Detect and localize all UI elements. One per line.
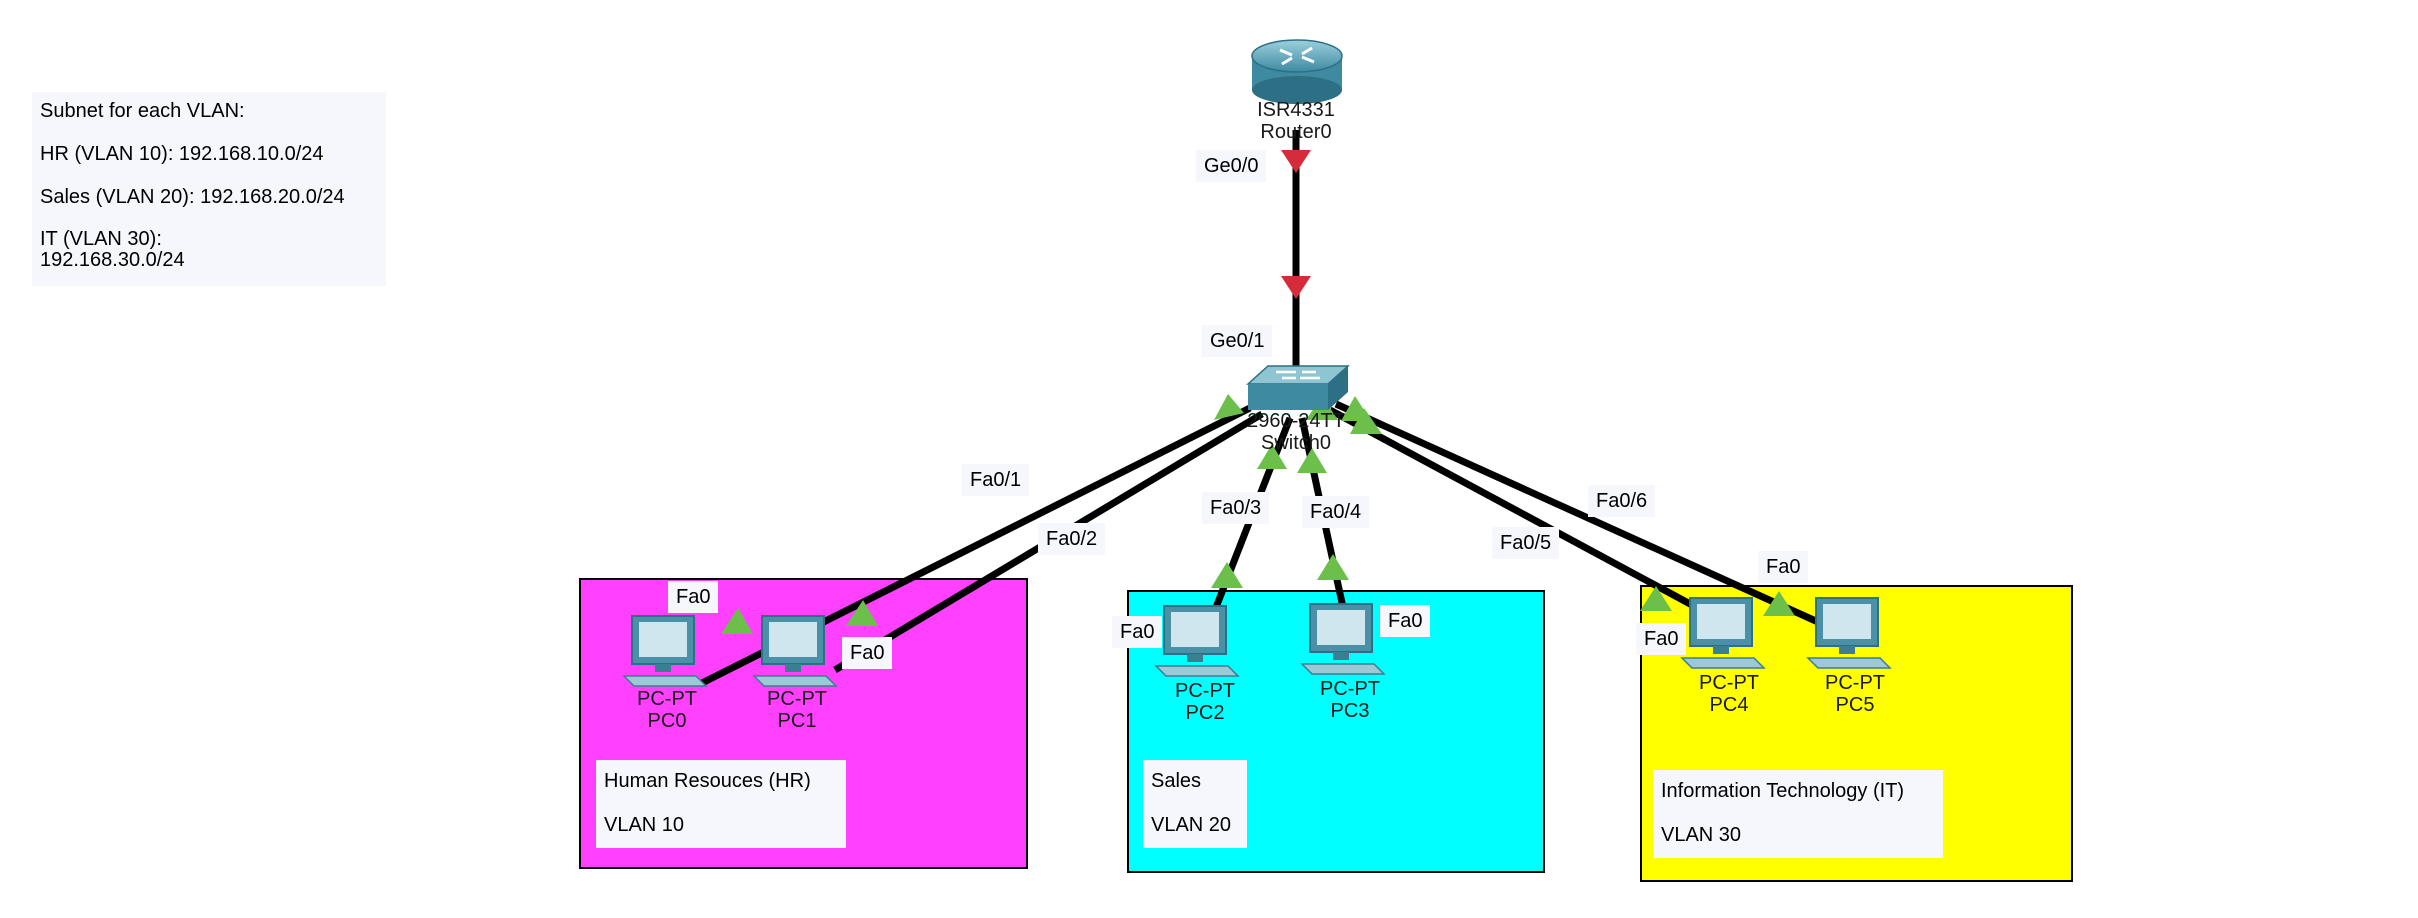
port-label-fa06: Fa0/6	[1588, 485, 1656, 517]
pc-model: PC-PT	[637, 688, 697, 710]
subnet-note-hr: HR (VLAN 10): 192.168.10.0/24	[40, 143, 324, 165]
link-up-indicator-pc5	[1763, 591, 1795, 616]
vlan-label-it: Information Technology (IT) VLAN 30	[1653, 770, 1943, 858]
port-label-pc3: Fa0	[1380, 605, 1431, 637]
port-label-pc0: Fa0	[668, 581, 719, 613]
vlan-dept: Sales	[1151, 770, 1202, 792]
switch-icon[interactable]	[1246, 362, 1350, 416]
pc-label: PC-PT PC0	[597, 688, 737, 732]
pc-label: PC-PT PC3	[1280, 678, 1420, 722]
subnet-note[interactable]: Subnet for each VLAN: HR (VLAN 10): 192.…	[32, 92, 386, 286]
port-label-pc2: Fa0	[1112, 616, 1163, 648]
subnet-note-sales: Sales (VLAN 20): 192.168.20.0/24	[40, 186, 345, 208]
port-label-fa05: Fa0/5	[1492, 527, 1560, 559]
pc-icon[interactable]	[622, 614, 708, 690]
port-label-fa04: Fa0/4	[1302, 496, 1370, 528]
router-label: ISR4331 Router0	[1226, 99, 1366, 143]
pc-name: PC0	[647, 710, 687, 732]
pc-icon[interactable]	[1680, 596, 1766, 672]
pc-label: PC-PT PC4	[1659, 672, 1799, 716]
vlan-dept: Information Technology (IT)	[1661, 780, 1905, 802]
pc-icon[interactable]	[1154, 604, 1240, 680]
router-model: ISR4331	[1257, 99, 1335, 121]
pc-name: PC1	[777, 710, 817, 732]
vlan-id: VLAN 30	[1661, 824, 1742, 846]
vlan-id: VLAN 10	[604, 814, 685, 836]
cable-fa06-pc5	[1334, 400, 1820, 626]
link-up-indicator-fa04	[1297, 448, 1327, 473]
link-up-indicator-fa01	[1214, 394, 1244, 420]
port-label-fa03: Fa0/3	[1202, 492, 1270, 524]
pc-model: PC-PT	[1320, 678, 1380, 700]
vlan-label-sales: Sales VLAN 20	[1143, 760, 1247, 848]
pc-name: PC4	[1709, 694, 1749, 716]
pc-icon[interactable]	[1806, 596, 1892, 672]
port-label-pc1: Fa0	[842, 637, 893, 669]
router-icon[interactable]	[1250, 38, 1344, 106]
port-label-fa02: Fa0/2	[1038, 523, 1106, 555]
link-down-indicator-ge00	[1281, 150, 1311, 173]
link-up-indicator-pc4	[1640, 586, 1672, 611]
link-up-indicator-fa05	[1350, 408, 1382, 434]
port-label-ge00: Ge0/0	[1196, 150, 1267, 182]
subnet-note-title: Subnet for each VLAN:	[40, 100, 245, 122]
pc-label: PC-PT PC2	[1135, 680, 1275, 724]
cable-fa05-pc4	[1328, 406, 1707, 616]
pc-name: PC5	[1835, 694, 1875, 716]
pc-model: PC-PT	[1699, 672, 1759, 694]
pc-name: PC3	[1330, 700, 1370, 722]
link-up-indicator-pc2	[1211, 562, 1243, 588]
link-down-indicator-ge01	[1281, 276, 1311, 299]
link-up-indicator-pc1	[846, 600, 878, 626]
port-label-pc4: Fa0	[1636, 623, 1687, 655]
switch-model: 2960-24TT	[1247, 410, 1345, 432]
pc-model: PC-PT	[1175, 680, 1235, 702]
port-label-pc5: Fa0	[1758, 551, 1809, 583]
pc-model: PC-PT	[1825, 672, 1885, 694]
link-up-indicator-pc3	[1317, 554, 1349, 580]
switch-name: Switch0	[1260, 432, 1332, 454]
pc-icon[interactable]	[752, 614, 838, 690]
pc-model: PC-PT	[767, 688, 827, 710]
pc-name: PC2	[1185, 702, 1225, 724]
link-up-indicator-pc0	[721, 608, 753, 634]
subnet-note-it: IT (VLAN 30): 192.168.30.0/24	[40, 228, 185, 271]
vlan-label-hr: Human Resouces (HR) VLAN 10	[596, 760, 846, 848]
switch-label: 2960-24TT Switch0	[1226, 410, 1366, 454]
port-label-fa01: Fa0/1	[962, 464, 1030, 496]
router-name: Router0	[1260, 121, 1332, 143]
pc-label: PC-PT PC1	[727, 688, 867, 732]
vlan-id: VLAN 20	[1151, 814, 1232, 836]
link-up-indicator-fa03	[1257, 444, 1287, 469]
pc-icon[interactable]	[1300, 602, 1386, 678]
pc-label: PC-PT PC5	[1785, 672, 1925, 716]
port-label-ge01: Ge0/1	[1202, 325, 1273, 357]
vlan-dept: Human Resouces (HR)	[604, 770, 811, 792]
